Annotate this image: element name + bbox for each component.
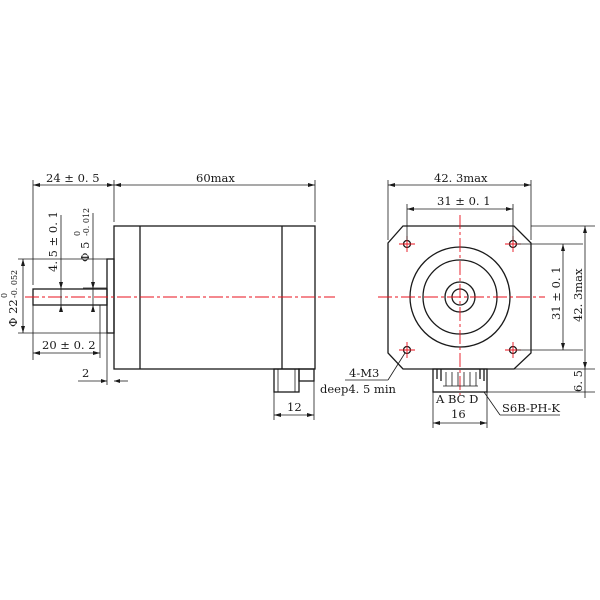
dim-flat-length: 20 ± 0. 2 xyxy=(42,338,96,352)
dim-body-length: 60max xyxy=(196,171,235,185)
front-view: A BC D 42. 3max 31 ± 0. 1 31 ± 0. 1 42. … xyxy=(320,171,595,428)
arrowheads xyxy=(59,282,63,312)
dim-flat-depth: 4. 5 ± 0. 1 xyxy=(46,211,60,272)
boss xyxy=(106,258,115,334)
connector-tab xyxy=(298,368,315,382)
dim-connector-width: 16 xyxy=(451,407,466,421)
motor-body xyxy=(113,225,316,370)
dim-flange-thickness: 2 xyxy=(82,366,89,380)
dim-shaft-diameter: Φ 5 xyxy=(78,242,92,262)
arrowheads xyxy=(91,282,95,312)
connector-pin-labels: A BC D xyxy=(435,392,478,406)
leader-line xyxy=(387,352,406,381)
dim-boss-tol-lower: -0. 052 xyxy=(10,270,19,298)
dim-connector-width-side: 12 xyxy=(287,400,302,414)
dim-shaft-length: 24 ± 0. 5 xyxy=(46,171,100,185)
dim-hole-spacing-v: 31 ± 0. 1 xyxy=(549,266,563,320)
callout-connector-type: S6B-PH-K xyxy=(502,401,560,415)
connector-pins xyxy=(436,369,485,387)
dim-width-max: 42. 3max xyxy=(434,171,488,185)
dim-hole-spacing-h: 31 ± 0. 1 xyxy=(437,194,491,208)
arrowheads xyxy=(33,351,100,355)
side-view: 24 ± 0. 5 60max 20 ± 0. 2 2 4. 5 ± 0. 1 … xyxy=(0,171,335,420)
dim-boss-tol-upper: 0 xyxy=(0,293,9,298)
arrowheads xyxy=(101,379,120,383)
leader-line xyxy=(483,391,501,416)
dim-boss-diameter: Φ 22 xyxy=(6,299,20,327)
mounting-holes xyxy=(399,236,521,358)
callout-holes: 4-M3 xyxy=(349,366,379,380)
dim-shaft-tol-lower: -0. 012 xyxy=(82,208,91,236)
dim-height-max: 42. 3max xyxy=(571,268,585,322)
dim-shaft-tol-upper: 0 xyxy=(73,231,82,236)
dim-connector-height: 6. 5 xyxy=(571,370,585,392)
connector xyxy=(432,368,488,393)
callout-hole-depth: deep4. 5 min xyxy=(320,382,397,396)
